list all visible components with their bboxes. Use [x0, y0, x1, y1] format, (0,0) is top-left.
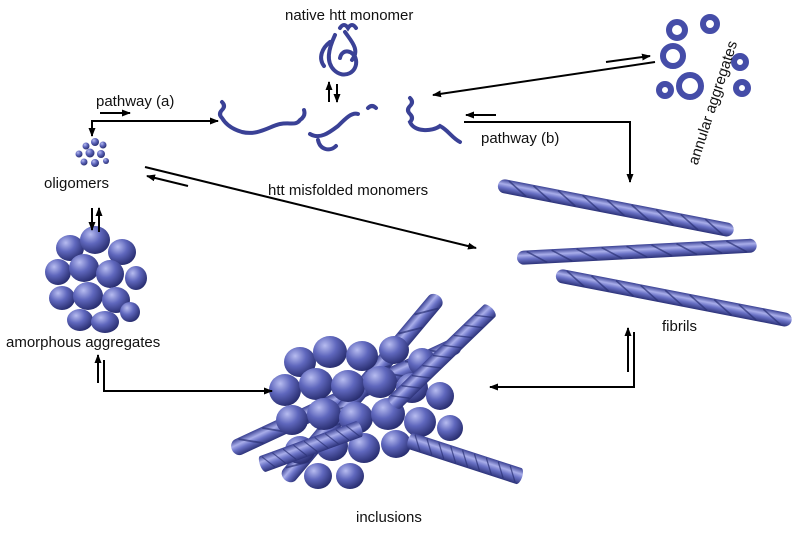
fibrils-graphic: [495, 177, 794, 329]
annular-aggregates-graphic: [656, 14, 751, 100]
inclusions-label: inclusions: [356, 509, 422, 526]
pathway-a-label: pathway (a): [96, 93, 175, 110]
native-monomer-graphic: [319, 23, 359, 77]
misfolded-monomers-graphic: [218, 96, 462, 152]
native-monomer-label: native htt monomer: [285, 7, 414, 24]
pathway-b-label: pathway (b): [481, 130, 560, 147]
fibrils-label: fibrils: [662, 318, 698, 335]
oligomers-graphic: [75, 138, 109, 167]
inclusions-graphic: [227, 289, 526, 489]
amorphous-aggregates-graphic: [45, 226, 147, 333]
amorphous-aggregates-label: amorphous aggregates: [6, 334, 161, 351]
pathway-arrows: [88, 53, 656, 395]
oligomers-label: oligomers: [44, 175, 110, 192]
misfolded-monomers-label: htt misfolded monomers: [268, 182, 429, 199]
